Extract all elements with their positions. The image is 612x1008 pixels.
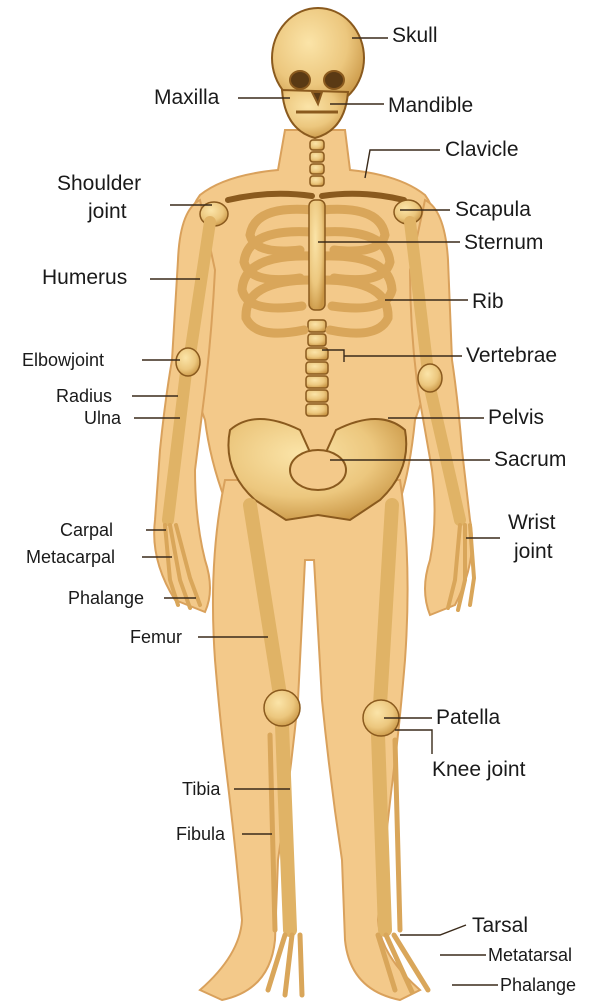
- label-femur: Femur: [130, 626, 182, 648]
- label-elbow-joint: Elbowjoint: [22, 349, 104, 371]
- label-skull: Skull: [392, 24, 438, 48]
- label-maxilla: Maxilla: [154, 86, 219, 110]
- leader-knee-joint: [395, 730, 432, 754]
- label-carpal: Carpal: [60, 519, 113, 541]
- label-tibia: Tibia: [182, 778, 220, 800]
- label-shoulder-joint-line2: joint: [88, 200, 127, 224]
- label-knee-joint: Knee joint: [432, 758, 525, 782]
- label-metatarsal: Metatarsal: [488, 944, 572, 966]
- label-fibula: Fibula: [176, 823, 225, 845]
- label-tarsal: Tarsal: [472, 914, 528, 938]
- skull-bone: [272, 8, 364, 138]
- label-wrist-joint-line2: joint: [514, 540, 553, 564]
- label-phalange-foot: Phalange: [500, 974, 576, 996]
- label-shoulder-joint-line1: Shoulder: [57, 172, 141, 196]
- sternum-bone: [309, 200, 325, 310]
- label-patella: Patella: [436, 706, 500, 730]
- label-humerus: Humerus: [42, 266, 127, 290]
- label-scapula: Scapula: [455, 198, 531, 222]
- label-rib: Rib: [472, 290, 504, 314]
- label-sternum: Sternum: [464, 231, 543, 255]
- label-vertebrae: Vertebrae: [466, 344, 557, 368]
- label-metacarpal: Metacarpal: [26, 546, 115, 568]
- label-mandible: Mandible: [388, 94, 473, 118]
- label-clavicle: Clavicle: [445, 138, 519, 162]
- label-pelvis: Pelvis: [488, 406, 544, 430]
- leader-tarsal: [400, 925, 466, 935]
- label-radius: Radius: [56, 385, 112, 407]
- label-ulna: Ulna: [84, 407, 121, 429]
- label-sacrum: Sacrum: [494, 448, 566, 472]
- label-phalange-hand: Phalange: [68, 587, 144, 609]
- label-wrist-joint-line1: Wrist: [508, 511, 555, 535]
